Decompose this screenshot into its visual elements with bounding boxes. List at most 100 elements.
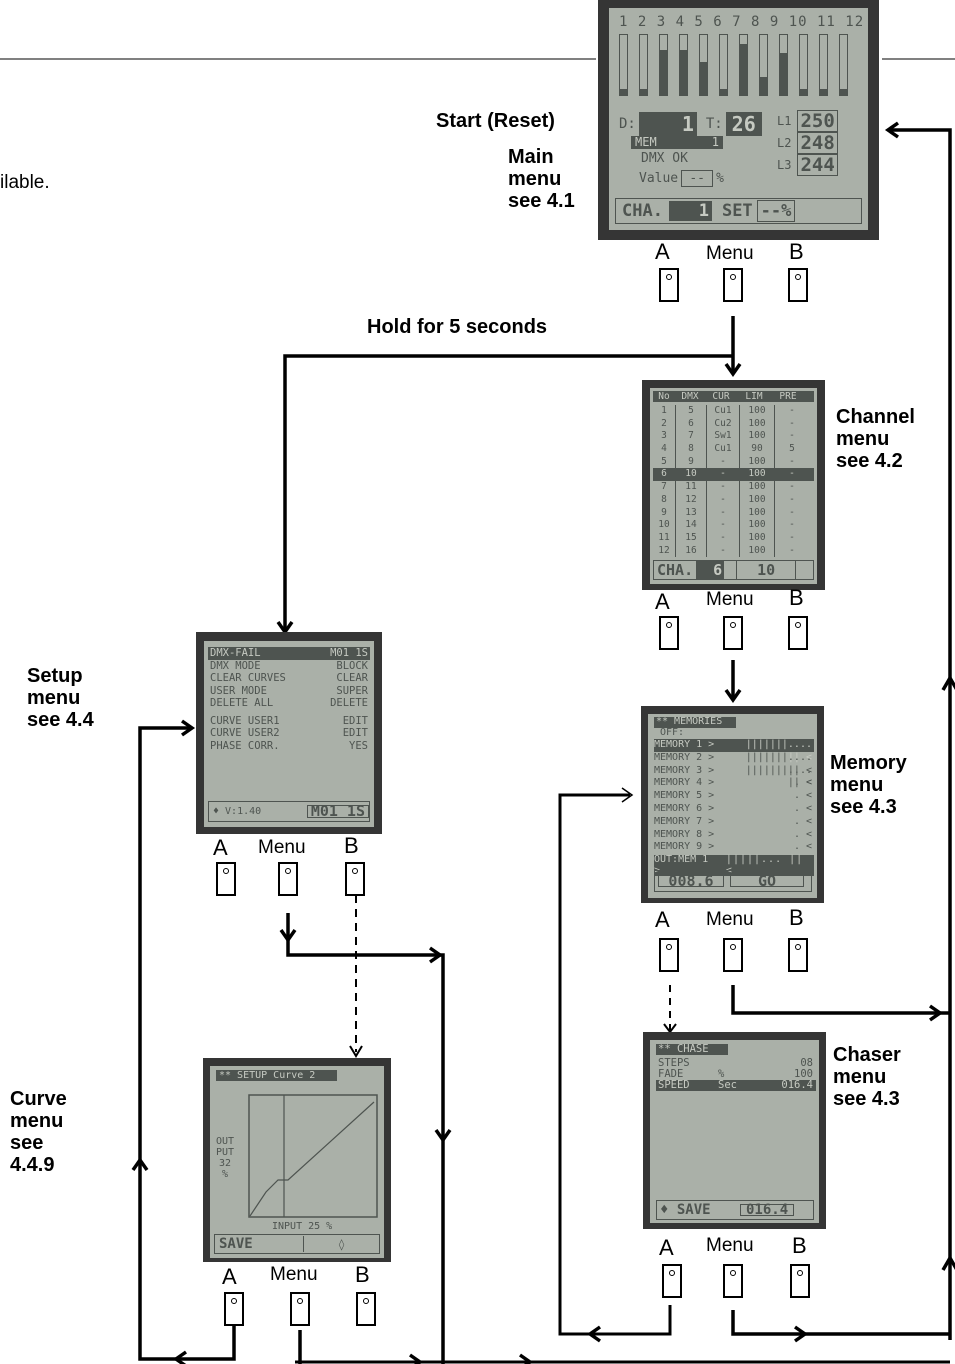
channel-cell: 1 — [653, 405, 676, 418]
channel-bar-8 — [759, 34, 768, 96]
memory-menu-screen: ** MEMORIES OFF: MEMORY 1 >|||||||.... |… — [641, 706, 824, 903]
memory-row-label: MEMORY 4 > — [654, 777, 738, 790]
channel-menu-screen: No DMX CUR LIM PRE 15Cu1100-26Cu2100-37S… — [642, 380, 825, 590]
curve-button-a[interactable] — [224, 1292, 244, 1326]
memory-button-menu-label: Menu — [706, 910, 754, 930]
channel-cell: - — [775, 456, 809, 469]
memory-list-row: MEMORY 3 >|||||||.... || < — [654, 765, 814, 778]
setup-menu-label: Setupmenusee 4.4 — [27, 665, 94, 731]
setup-option-value: EDIT — [343, 715, 368, 728]
chaser-button-a[interactable] — [662, 1264, 682, 1298]
channel-cell: - — [775, 468, 809, 481]
channel-cell: 100 — [740, 507, 775, 520]
memory-list-row: MEMORY 8 >. < — [654, 829, 814, 842]
channel-cell: - — [707, 532, 740, 545]
memory-list-row: MEMORY 1 >|||||||.... || < — [654, 739, 814, 752]
channel-cell: 100 — [740, 468, 775, 481]
memory-button-menu[interactable] — [723, 938, 743, 972]
channel-footer-value: 10 — [736, 560, 796, 580]
memory-button-a[interactable] — [659, 938, 679, 972]
memory-list-row: MEMORY 7 >. < — [654, 816, 814, 829]
curve-button-a-label: A — [222, 1267, 237, 1287]
setup-button-b[interactable] — [345, 862, 365, 896]
start-reset-label: Start (Reset) — [436, 110, 555, 132]
channel-button-menu[interactable] — [723, 616, 743, 650]
setup-option-value: YES — [349, 740, 368, 753]
memory-row-label: MEMORY 6 > — [654, 803, 738, 816]
memory-row-levels: . < — [738, 829, 814, 842]
curve-graph — [248, 1094, 378, 1218]
footer-set-field: --% — [757, 200, 796, 222]
channel-cell: 14 — [676, 519, 707, 532]
channel-cell: Cu2 — [707, 418, 740, 431]
channel-cell: 9 — [676, 456, 707, 469]
channel-cell: Cu1 — [707, 405, 740, 418]
memory-row-levels: . < — [738, 841, 814, 854]
setup-option-name: DMX-FAIL — [210, 647, 261, 660]
setup-button-a-label: A — [213, 838, 228, 858]
channel-cell: - — [707, 456, 740, 469]
main-menu-screen: 1 2 3 4 5 6 7 8 9 10 11 12 D: 1 T: 26 ME… — [598, 0, 879, 240]
setup-option-name: CURVE USER1 — [210, 715, 280, 728]
chaser-title: ** CHASE — [656, 1044, 728, 1055]
chaser-setting-value: 016.4 — [758, 1080, 816, 1091]
memory-button-b[interactable] — [788, 938, 808, 972]
channel-bar-11 — [819, 34, 828, 96]
channel-cell: - — [775, 405, 809, 418]
l3-label: L3 — [777, 154, 791, 176]
curve-input-label: INPUT 25 % — [272, 1221, 332, 1232]
channel-bar-6 — [719, 34, 728, 96]
memory-list-row: MEMORY 5 >. < — [654, 790, 814, 803]
chaser-setting-unit — [718, 1058, 758, 1069]
chaser-setting-name: SPEED — [656, 1080, 718, 1091]
channel-table-row: 37Sw1100- — [653, 430, 814, 443]
main-button-menu[interactable] — [723, 268, 743, 302]
channel-button-a-label: A — [655, 592, 670, 612]
channel-cell: - — [775, 494, 809, 507]
channel-cell: 100 — [740, 481, 775, 494]
channel-cell: Sw1 — [707, 430, 740, 443]
value-field: -- — [681, 170, 713, 187]
channel-cell: 5 — [653, 456, 676, 469]
setup-option-value: EDIT — [343, 727, 368, 740]
memory-off-label: OFF: — [660, 728, 684, 739]
setup-option-name: USER MODE — [210, 685, 267, 698]
channel-button-a[interactable] — [659, 616, 679, 650]
setup-button-a[interactable] — [216, 862, 236, 896]
chaser-button-menu[interactable] — [723, 1264, 743, 1298]
channel-cell: 6 — [676, 418, 707, 431]
channel-bar-5 — [699, 34, 708, 96]
d-label: D: — [619, 116, 636, 132]
channel-cell: 8 — [676, 443, 707, 456]
l1-value: 250 — [797, 110, 837, 132]
memory-list: MEMORY 1 >|||||||.... || <MEMORY 2 >||||… — [654, 739, 814, 854]
channel-number-row: 1 2 3 4 5 6 7 8 9 10 11 12 — [619, 14, 864, 30]
channel-cell: 8 — [653, 494, 676, 507]
channel-cell: - — [775, 430, 809, 443]
footer-cha-label: CHA. — [616, 201, 663, 221]
main-button-b[interactable] — [788, 268, 808, 302]
main-button-a[interactable] — [659, 268, 679, 302]
setup-option-row: CURVE USER2EDIT — [208, 727, 370, 740]
channel-table-row: 1216-100- — [653, 545, 814, 558]
channel-cell: 100 — [740, 405, 775, 418]
channel-cell: 13 — [676, 507, 707, 520]
channel-button-b[interactable] — [788, 616, 808, 650]
memory-row-levels: |||||||.... || < — [738, 765, 814, 778]
channel-cell: 15 — [676, 532, 707, 545]
setup-button-menu[interactable] — [278, 862, 298, 896]
curve-button-menu[interactable] — [290, 1292, 310, 1326]
channel-bar-9 — [779, 34, 788, 96]
chaser-button-b[interactable] — [790, 1264, 810, 1298]
setup-option-value: CLEAR — [336, 672, 368, 685]
d-value: 1 — [639, 112, 697, 136]
setup-option-value: BLOCK — [336, 660, 368, 673]
mem-value: 1 — [712, 136, 719, 149]
curve-button-b[interactable] — [356, 1292, 376, 1326]
